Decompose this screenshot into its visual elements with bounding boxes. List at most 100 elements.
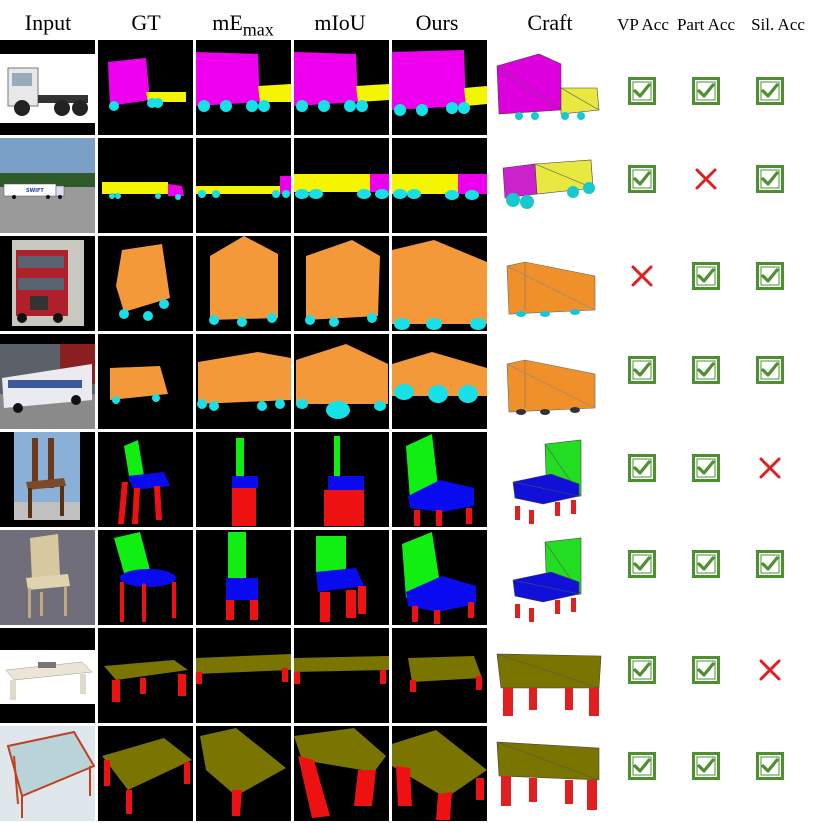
gt-segmentation-bus-1 — [98, 236, 193, 331]
checkmark-icon — [756, 165, 784, 193]
memax-segmentation-table-2 — [196, 726, 291, 821]
sil-acc-row-3 — [756, 262, 784, 290]
input-image-table-1 — [0, 628, 95, 723]
craft-model-truck-2 — [495, 138, 605, 233]
part-acc-row-7 — [692, 656, 720, 684]
ours-segmentation-truck-2 — [392, 138, 487, 233]
input-image-truck-2: SWIFT — [0, 138, 95, 233]
sil-acc-row-8 — [756, 752, 784, 780]
header-vp-acc: VP Acc — [617, 15, 669, 34]
cross-icon — [759, 457, 781, 479]
input-image-bus-1 — [0, 236, 95, 331]
craft-model-chair-1 — [495, 432, 605, 527]
craft-model-bus-1 — [495, 236, 605, 331]
checkmark-icon — [692, 454, 720, 482]
checkmark-icon — [628, 77, 656, 105]
ours-segmentation-bus-2 — [392, 334, 487, 429]
sil-acc-row-7 — [756, 656, 784, 684]
craft-model-truck-1 — [495, 40, 605, 135]
checkmark-icon — [628, 550, 656, 578]
input-image-chair-1 — [0, 432, 95, 527]
header-memax: mEmax — [212, 10, 274, 40]
gt-segmentation-bus-2 — [98, 334, 193, 429]
checkmark-icon — [628, 454, 656, 482]
memax-segmentation-chair-1 — [196, 432, 291, 527]
header-miou: mIoU — [314, 10, 366, 35]
vp-acc-row-3 — [628, 262, 656, 290]
checkmark-icon — [756, 752, 784, 780]
gt-segmentation-table-1 — [98, 628, 193, 723]
part-acc-row-1 — [692, 77, 720, 105]
craft-model-chair-2 — [495, 530, 605, 625]
vp-acc-row-2 — [628, 165, 656, 193]
checkmark-icon — [692, 262, 720, 290]
vp-acc-row-1 — [628, 77, 656, 105]
header-memax-base: mE — [212, 10, 243, 35]
checkmark-icon — [628, 752, 656, 780]
ours-segmentation-chair-2 — [392, 530, 487, 625]
memax-segmentation-truck-2 — [196, 138, 291, 233]
part-acc-row-8 — [692, 752, 720, 780]
cross-icon — [631, 265, 653, 287]
part-acc-row-6 — [692, 550, 720, 578]
sil-acc-row-6 — [756, 550, 784, 578]
header-gt: GT — [131, 10, 161, 35]
sil-acc-row-4 — [756, 356, 784, 384]
input-image-truck-1 — [0, 40, 95, 135]
gt-segmentation-chair-2 — [98, 530, 193, 625]
ours-segmentation-table-1 — [392, 628, 487, 723]
vp-acc-row-4 — [628, 356, 656, 384]
part-acc-row-2 — [692, 165, 720, 193]
svg-text:SWIFT: SWIFT — [26, 188, 44, 194]
memax-segmentation-bus-2 — [196, 334, 291, 429]
memax-segmentation-table-1 — [196, 628, 291, 723]
part-acc-row-3 — [692, 262, 720, 290]
ours-segmentation-chair-1 — [392, 432, 487, 527]
ours-segmentation-truck-1 — [392, 40, 487, 135]
cross-icon — [759, 659, 781, 681]
miou-segmentation-truck-1 — [294, 40, 389, 135]
checkmark-icon — [692, 356, 720, 384]
memax-segmentation-truck-1 — [196, 40, 291, 135]
vp-acc-row-7 — [628, 656, 656, 684]
miou-segmentation-table-1 — [294, 628, 389, 723]
header-craft: Craft — [527, 10, 573, 35]
miou-segmentation-bus-2 — [294, 334, 389, 429]
sil-acc-row-1 — [756, 77, 784, 105]
miou-segmentation-bus-1 — [294, 236, 389, 331]
checkmark-icon — [628, 165, 656, 193]
header-memax-sub: max — [242, 19, 274, 40]
craft-model-table-1 — [495, 628, 605, 723]
header-part-acc: Part Acc — [676, 15, 736, 34]
vp-acc-row-6 — [628, 550, 656, 578]
input-image-bus-2 — [0, 334, 95, 429]
ours-segmentation-table-2 — [392, 726, 487, 821]
craft-model-bus-2 — [495, 334, 605, 429]
checkmark-icon — [692, 550, 720, 578]
header-sil-acc: Sil. Acc — [751, 15, 805, 34]
sil-acc-row-2 — [756, 165, 784, 193]
ours-segmentation-bus-1 — [392, 236, 487, 331]
checkmark-icon — [756, 262, 784, 290]
miou-segmentation-truck-2 — [294, 138, 389, 233]
vp-acc-row-5 — [628, 454, 656, 482]
memax-segmentation-bus-1 — [196, 236, 291, 331]
part-acc-row-4 — [692, 356, 720, 384]
gt-segmentation-chair-1 — [98, 432, 193, 527]
sil-acc-row-5 — [756, 454, 784, 482]
header-input: Input — [24, 10, 72, 35]
cross-icon — [695, 168, 717, 190]
input-image-chair-2 — [0, 530, 95, 625]
checkmark-icon — [692, 752, 720, 780]
header-ours: Ours — [415, 10, 459, 35]
craft-model-table-2 — [495, 726, 605, 821]
checkmark-icon — [756, 356, 784, 384]
checkmark-icon — [628, 656, 656, 684]
gt-segmentation-truck-1 — [98, 40, 193, 135]
gt-segmentation-table-2 — [98, 726, 193, 821]
checkmark-icon — [692, 77, 720, 105]
miou-segmentation-chair-1 — [294, 432, 389, 527]
checkmark-icon — [756, 77, 784, 105]
checkmark-icon — [756, 550, 784, 578]
input-image-table-2 — [0, 726, 95, 821]
